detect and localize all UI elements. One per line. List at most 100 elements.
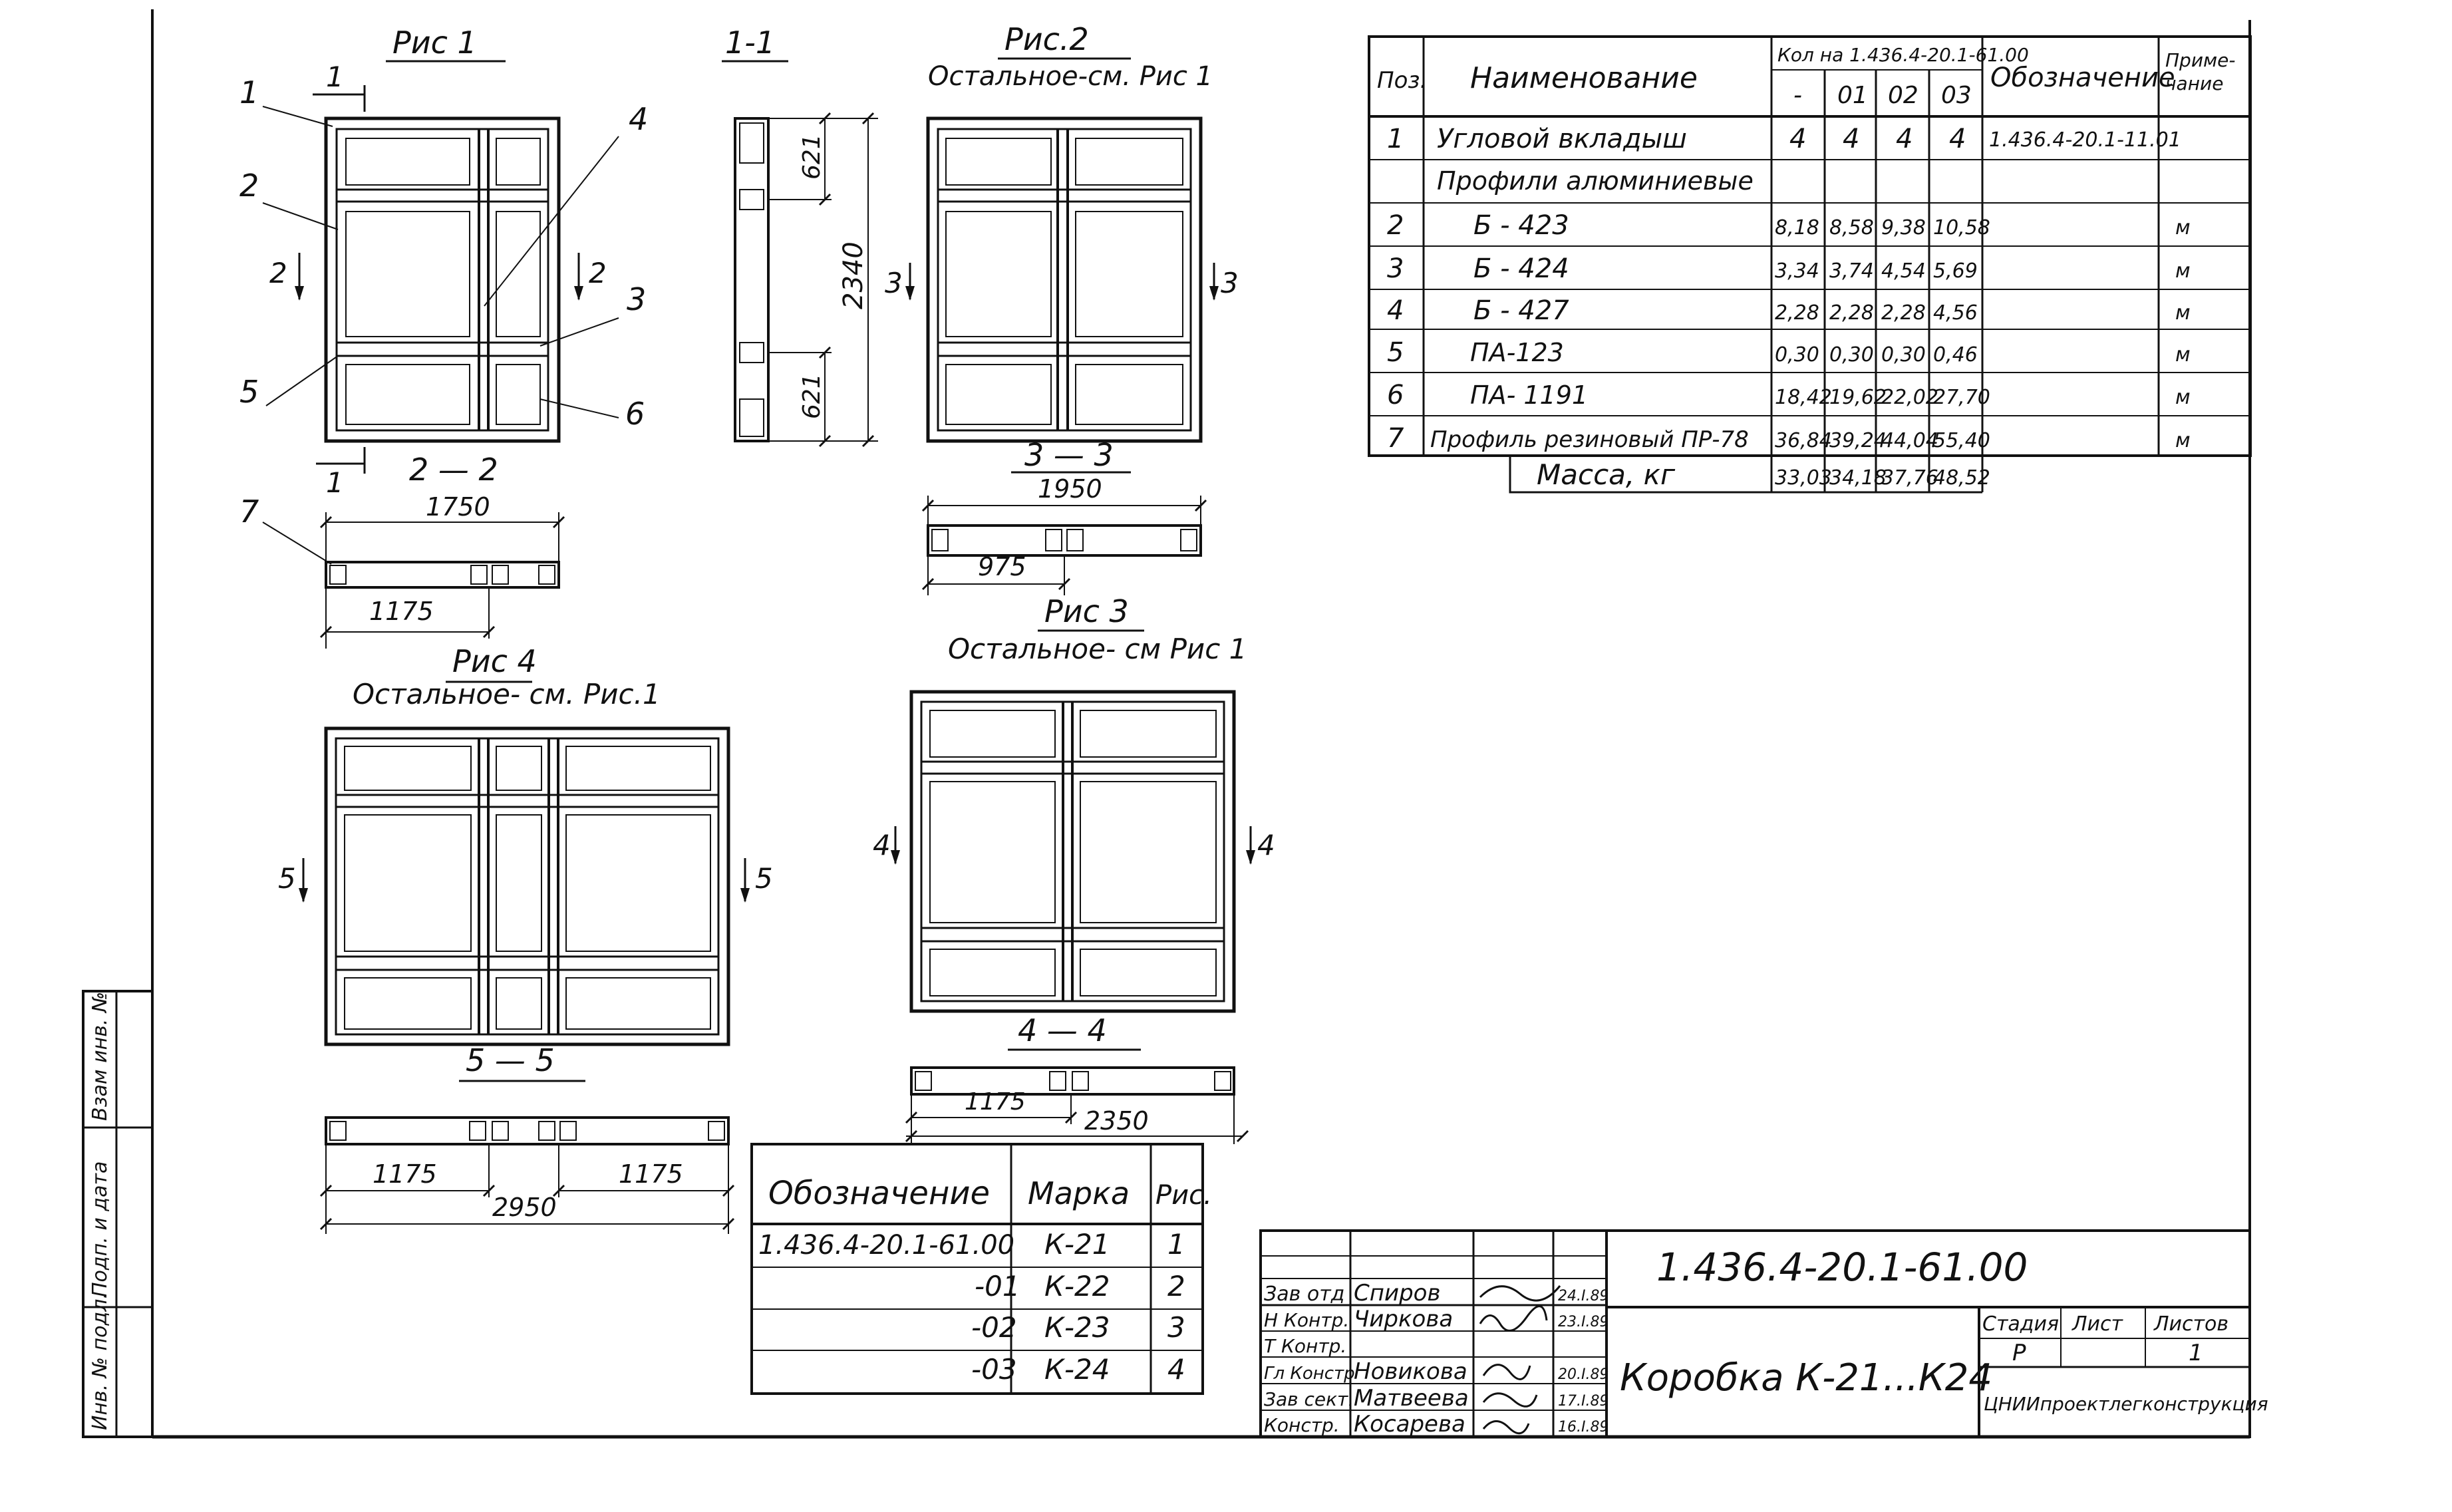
mark-r0-mark: К-21 [1044,1228,1110,1261]
spec-r3-q2: 4,54 [1881,259,1926,283]
signer-3-name: Новикова [1354,1358,1467,1385]
spec-r3-note: м [2175,259,2191,283]
fig3-section-left: 4 [873,829,891,861]
mark-r3-fig: 4 [1167,1353,1185,1386]
spec-table: Поз. Наименование Кол на 1.436.4-20.1-61… [1368,35,2252,494]
spec-r2-q2: 9,38 [1881,216,1926,239]
fig3-section-right: 4 [1257,829,1275,861]
section-2-2: 2 — 2 1750 7 1175 [239,452,565,649]
mark-table: Обозначение Марка Рис. 1.436.4-20.1-61.0… [750,1143,1212,1395]
spec-r2-q3: 10,58 [1933,216,1990,239]
spec-hdr-name: Наименование [1470,61,1698,95]
spec-r6-name: ПА- 1191 [1470,380,1588,410]
spec-mass-2: 37,76 [1881,466,1938,490]
mark-hdr-mark: Марка [1028,1175,1130,1211]
spec-hdr-q2: 02 [1888,82,1918,109]
signer-4-role: Зав сект. [1264,1388,1354,1410]
section-5-5: 5 — 5 1175 1175 2950 [319,1042,735,1234]
spec-r4-q2: 2,28 [1881,301,1926,325]
fig2-subtitle: Остальное-см. Рис 1 [928,61,1213,92]
signer-1-name: Чиркова [1354,1306,1453,1332]
dim-1175-s55-right: 1175 [619,1159,683,1189]
spec-r3-q1: 3,74 [1829,259,1874,283]
fig2-title: Рис.2 [1004,21,1089,57]
mark-r2-fig: 3 [1167,1311,1185,1344]
signer-5-date: 16.I.89 [1558,1419,1609,1436]
fig2-section-right: 3 [1221,267,1239,299]
spec-r4-q1: 2,28 [1829,301,1874,325]
dim-975: 975 [978,552,1026,581]
spec-r7-q1: 39,24 [1829,429,1887,452]
section-2-right: 2 [589,257,607,289]
spec-r3-q0: 3,34 [1775,259,1819,283]
mark-r3-mark: К-24 [1044,1353,1110,1386]
spec-r0-q3: 4 [1949,124,1966,154]
spec-r4-q0: 2,28 [1775,301,1819,325]
spec-r7-q0: 36,84 [1775,429,1832,452]
spec-mass-label: Масса, кг [1537,458,1676,491]
drawing-title: Коробка К-21...К24 [1620,1356,1992,1400]
fig4-subtitle: Остальное- см. Рис.1 [353,678,661,710]
spec-hdr-q1: 01 [1837,82,1868,109]
dim-2350: 2350 [1084,1106,1149,1135]
fig4: Рис 4 Остальное- см. Рис.1 5 5 [278,643,773,1046]
spec-r2-q1: 8,58 [1829,216,1874,239]
spec-r3-q3: 5,69 [1933,259,1978,283]
spec-r7-note: м [2175,429,2191,452]
spec-r2-pos: 2 [1387,210,1404,241]
spec-r5-q1: 0,30 [1829,343,1874,367]
mark-r1-fig: 2 [1167,1270,1185,1302]
callout-1: 1 [239,75,259,110]
callout-4: 4 [629,101,648,137]
spec-hdr-q3: 03 [1941,82,1972,109]
spec-r5-pos: 5 [1387,337,1404,368]
spec-r2-note: м [2175,216,2191,239]
spec-hdr-qty: Кол на 1.436.4-20.1-61.00 [1777,44,2029,66]
spec-r6-q2: 22,02 [1881,386,1938,409]
section-1-bottom: 1 [326,466,344,499]
spec-r4-pos: 4 [1387,295,1404,326]
side-stamp-replace: Взам инв. № [88,992,112,1121]
mark-r1-mark: К-22 [1044,1270,1110,1302]
signer-0-date: 24.I.89 [1558,1288,1609,1304]
callout-2: 2 [239,168,259,204]
side-stamp-inv: Инв. № подл. [88,1292,112,1430]
spec-mass-0: 33,03 [1775,466,1832,490]
dim-2340: 2340 [838,241,869,309]
fig2: Рис.2 Остальное-см. Рис 1 3 3 [885,21,1239,443]
organization: ЦНИИпроектлегконструкция [1984,1393,2268,1415]
signer-3-role: Гл Констр [1264,1364,1355,1384]
spec-r6-q1: 19,62 [1829,386,1887,409]
spec-hdr-pos: Поз. [1377,67,1427,94]
dim-1175-s44: 1175 [965,1088,1026,1116]
fig1-title: Рис 1 [392,25,477,61]
fig4-title: Рис 4 [452,643,537,679]
spec-r2-q0: 8,18 [1775,216,1819,239]
stage-value: Р [2012,1340,2026,1366]
spec-hdr-note: Приме- [2165,49,2235,71]
fig1: Рис 1 1 2 4 3 5 6 1 1 2 [239,25,648,499]
section-1-top: 1 [326,61,344,93]
callout-6: 6 [625,396,645,432]
side-stamp: Инв. № подл. Подп. и дата Взам инв. № [82,990,154,1438]
signer-3-date: 20.I.89 [1558,1366,1609,1383]
callout-7: 7 [239,494,259,529]
spec-r7-pos: 7 [1387,423,1404,454]
callout-3: 3 [627,281,646,317]
spec-r4-name: Б - 427 [1473,295,1569,326]
spec-r0-des: 1.436.4-20.1-11.01 [1989,128,2181,152]
mark-r3-des: -03 [971,1353,1017,1386]
spec-r0-q0: 4 [1789,124,1806,154]
spec-r6-note: м [2175,386,2191,409]
signer-1-date: 23.I.89 [1558,1314,1609,1330]
spec-r5-q0: 0,30 [1775,343,1819,367]
dim-1175-s22: 1175 [369,597,434,626]
dim-1750: 1750 [426,492,490,522]
section-5-5-title: 5 — 5 [466,1042,555,1078]
spec-hdr-designation: Обозначение [1990,63,2175,93]
sheets-value: 1 [2189,1340,2203,1366]
section-2-2-title: 2 — 2 [409,452,498,488]
dim-1175-s55-left: 1175 [373,1159,437,1189]
section-3-3-title: 3 — 3 [1024,437,1114,473]
